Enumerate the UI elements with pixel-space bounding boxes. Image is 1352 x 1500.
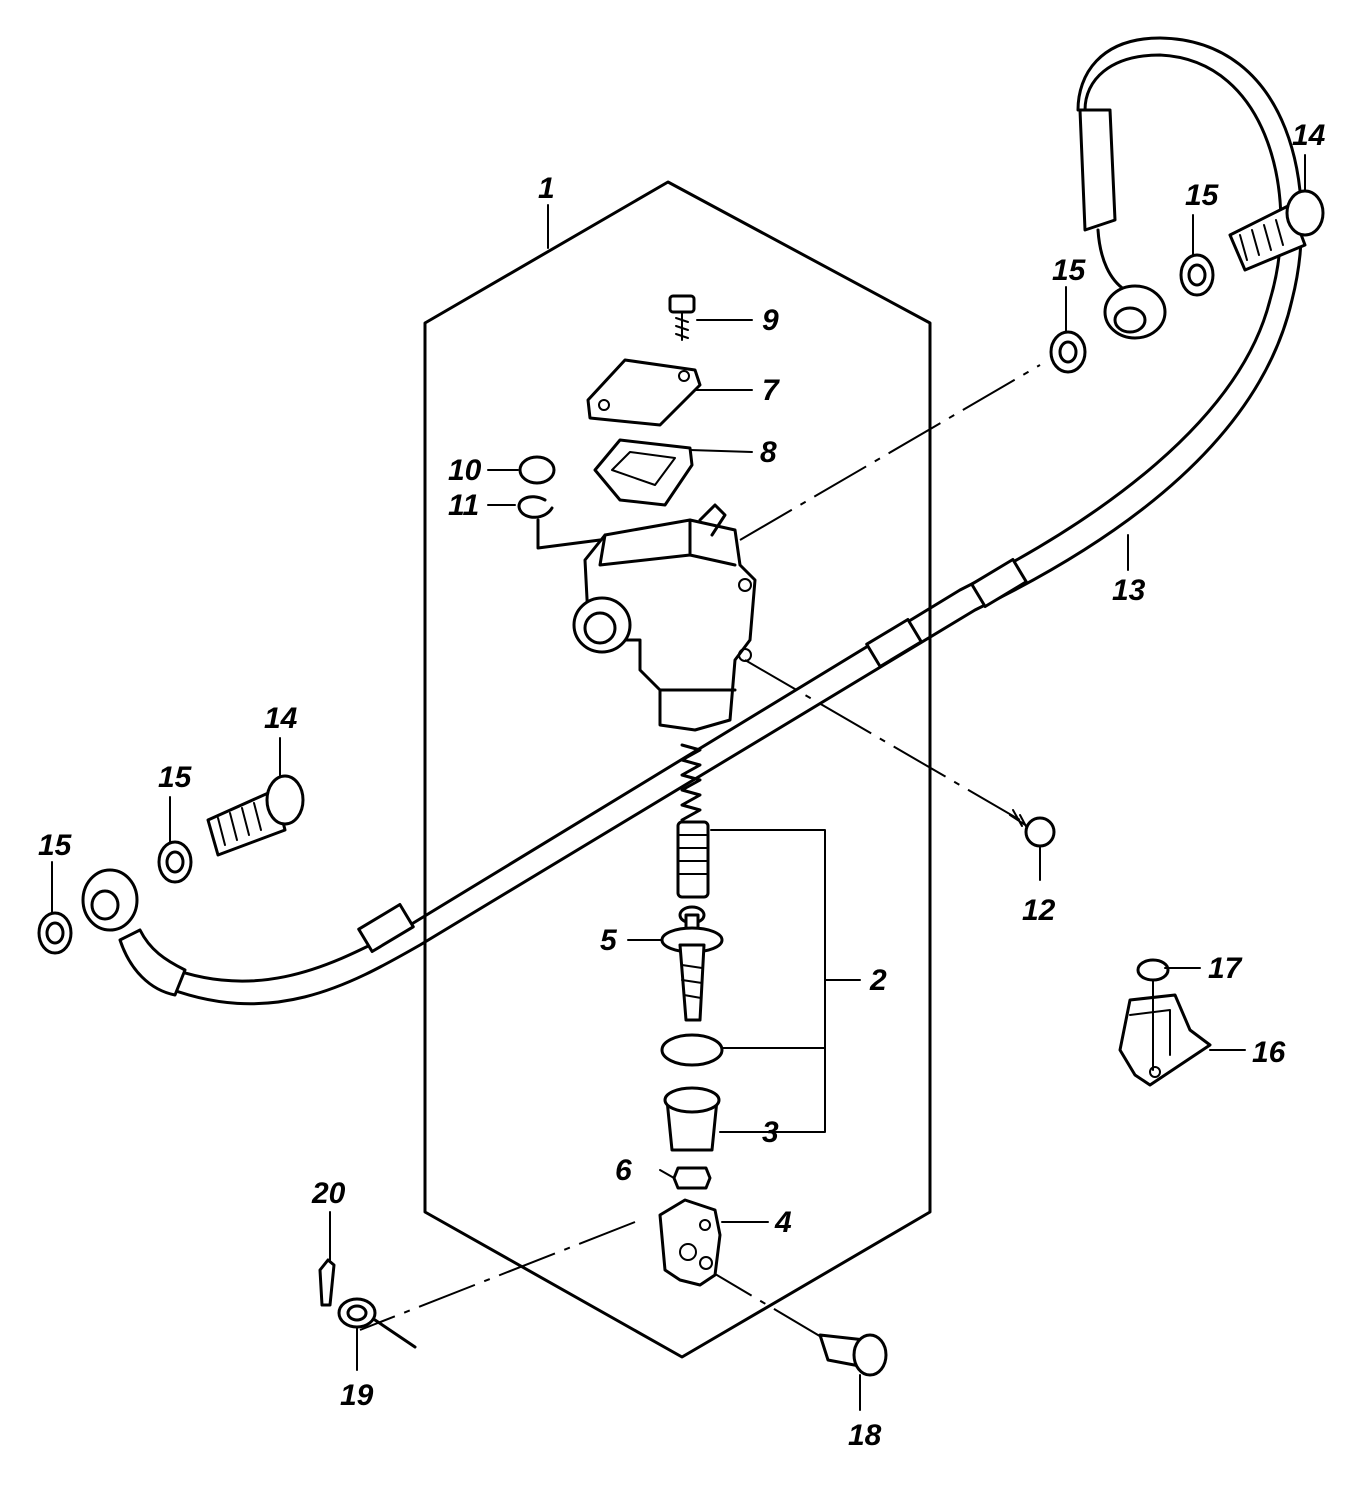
- callout-7: 7: [762, 374, 780, 407]
- sealing-washer: [157, 840, 193, 884]
- callout-8: 8: [760, 436, 777, 469]
- callout-13: 13: [1112, 574, 1146, 607]
- callout-6: 6: [615, 1154, 632, 1187]
- callout-14: 14: [264, 702, 298, 735]
- mounting-screw: [1009, 809, 1056, 848]
- piston-circlip: [660, 1033, 724, 1067]
- return-spring: [680, 743, 702, 822]
- hose-sleeve: [970, 557, 1028, 609]
- banjo-bolt: [1228, 189, 1325, 272]
- banjo-bolt: [206, 774, 305, 857]
- circlip: [517, 495, 554, 519]
- brake-hose: [81, 36, 1304, 1006]
- piston: [676, 820, 710, 899]
- hose-sleeve: [357, 902, 415, 954]
- callout-20: 20: [311, 1177, 346, 1210]
- dust-boot: [663, 1086, 721, 1152]
- callout-16: 16: [1252, 1036, 1286, 1069]
- callout-2: 2: [869, 964, 887, 997]
- callout-19: 19: [340, 1379, 374, 1412]
- callout-15: 15: [1052, 254, 1087, 287]
- sealing-washer: [1049, 330, 1087, 374]
- leader-lines: [51, 154, 1306, 1411]
- hose-sleeve: [865, 617, 923, 669]
- reservoir-plug: [518, 455, 556, 485]
- hose-fitting: [1078, 108, 1117, 232]
- callout-15: 15: [38, 829, 73, 862]
- reservoir-diaphragm: [593, 438, 694, 507]
- sealing-washer: [1179, 253, 1215, 297]
- callout-10: 10: [448, 454, 482, 487]
- callout-18: 18: [848, 1419, 882, 1452]
- cap-screw: [668, 294, 696, 341]
- clevis: [658, 1198, 722, 1287]
- callout-3: 3: [762, 1116, 779, 1149]
- callout-12: 12: [1022, 894, 1056, 927]
- clamp-screw: [1136, 958, 1170, 1071]
- lock-nut: [672, 1166, 712, 1190]
- sealing-washer: [37, 911, 73, 955]
- clevis-pin: [818, 1333, 888, 1377]
- reservoir-cap: [586, 358, 702, 427]
- callout-5: 5: [600, 924, 618, 957]
- callout-15: 15: [1185, 179, 1220, 212]
- hose-fitting: [118, 928, 187, 997]
- callout-4: 4: [774, 1206, 792, 1239]
- callout-1: 1: [538, 172, 555, 205]
- callout-11: 11: [448, 489, 479, 522]
- callout-9: 9: [762, 304, 779, 337]
- callout-15: 15: [158, 761, 193, 794]
- cotter-pin: [318, 1258, 336, 1307]
- master-cylinder-body: [572, 503, 757, 732]
- hose-clamp: [1118, 993, 1212, 1087]
- callout-14: 14: [1292, 119, 1326, 152]
- callout-17: 17: [1208, 952, 1243, 985]
- assembly-boundary: [423, 180, 932, 1359]
- push-rod: [660, 905, 724, 1022]
